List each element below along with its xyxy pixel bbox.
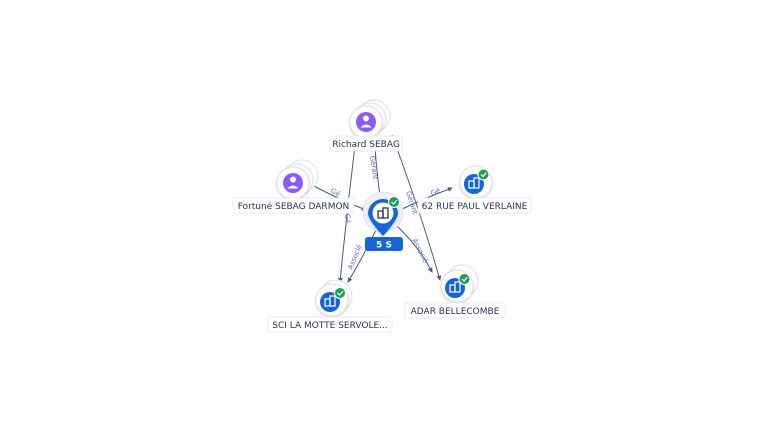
node-label: Fortuné SEBAG DARMON	[238, 201, 350, 212]
building-icon	[320, 292, 340, 312]
node-richard-sebag[interactable]: Richard SEBAG	[329, 99, 403, 152]
edge-label: Gé	[429, 186, 441, 197]
node-label: ADAR BELLECOMBE	[411, 307, 500, 317]
verified-check-icon	[477, 168, 490, 181]
node-label: Richard SEBAG	[332, 140, 400, 150]
edge-label: Associé	[410, 237, 429, 264]
edge-label: Gé	[329, 187, 341, 199]
edge-label: Associé	[346, 243, 363, 271]
node-label: 62 RUE PAUL VERLAINE	[422, 202, 528, 212]
verified-check-icon	[388, 196, 400, 208]
node-62-rue-paul-verlaine[interactable]: 62 RUE PAUL VERLAINE	[417, 165, 532, 214]
node-label: SCI LA MOTTE SERVOLE...	[272, 321, 388, 331]
building-icon	[377, 207, 389, 219]
building-icon	[464, 174, 484, 194]
building-icon	[445, 278, 465, 298]
person-icon	[283, 173, 303, 193]
node-fortune-sebag-darmon[interactable]: Fortuné SEBAG DARMON	[232, 159, 355, 214]
edge-label: Gérant	[368, 155, 379, 180]
center-node-5s[interactable]: 5 S	[362, 191, 404, 251]
person-icon	[356, 112, 376, 132]
node-sci-la-motte-servole[interactable]: SCI LA MOTTE SERVOLE...	[267, 279, 393, 333]
verified-check-icon	[458, 273, 471, 285]
verified-check-icon	[334, 287, 346, 299]
center-label: 5 S	[376, 241, 392, 251]
node-adar-bellecombe[interactable]: ADAR BELLECOMBE	[404, 264, 506, 319]
edge-label: Gérant	[404, 190, 419, 216]
edge-label: Gé	[343, 213, 352, 223]
